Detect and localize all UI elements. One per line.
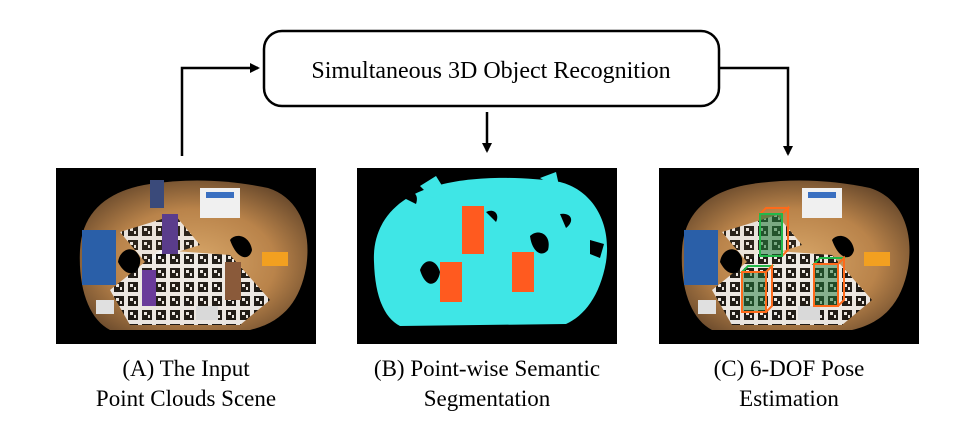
pose-box-2 bbox=[739, 263, 775, 313]
panel-c-image bbox=[659, 168, 919, 344]
panel-a-caption: (A) The Input Point Clouds Scene bbox=[36, 354, 336, 414]
panel-b-caption-line2: Segmentation bbox=[423, 386, 551, 411]
panel-c-caption: (C) 6-DOF Pose Estimation bbox=[639, 354, 939, 414]
diagram-title: Simultaneous 3D Object Recognition bbox=[311, 58, 670, 84]
pose-box-3 bbox=[811, 255, 847, 307]
panel-a-caption-line1: (A) The Input bbox=[122, 356, 250, 381]
panel-b-caption: (B) Point-wise Semantic Segmentation bbox=[337, 354, 637, 414]
panel-c-caption-line2: Estimation bbox=[739, 386, 839, 411]
panel-b-image bbox=[357, 168, 617, 344]
flow-arrows bbox=[180, 63, 793, 156]
panel-a-caption-line2: Point Clouds Scene bbox=[95, 386, 277, 411]
panel-b-caption-line1: (B) Point-wise Semantic bbox=[373, 356, 601, 381]
panel-c-caption-line1: (C) 6-DOF Pose bbox=[713, 356, 865, 381]
panel-a-image bbox=[56, 168, 316, 344]
arrow-recognition-to-pose bbox=[719, 66, 793, 156]
pose-box-1 bbox=[757, 205, 791, 257]
arrow-input-to-recognition bbox=[180, 63, 260, 156]
title-box: Simultaneous 3D Object Recognition bbox=[262, 29, 721, 108]
